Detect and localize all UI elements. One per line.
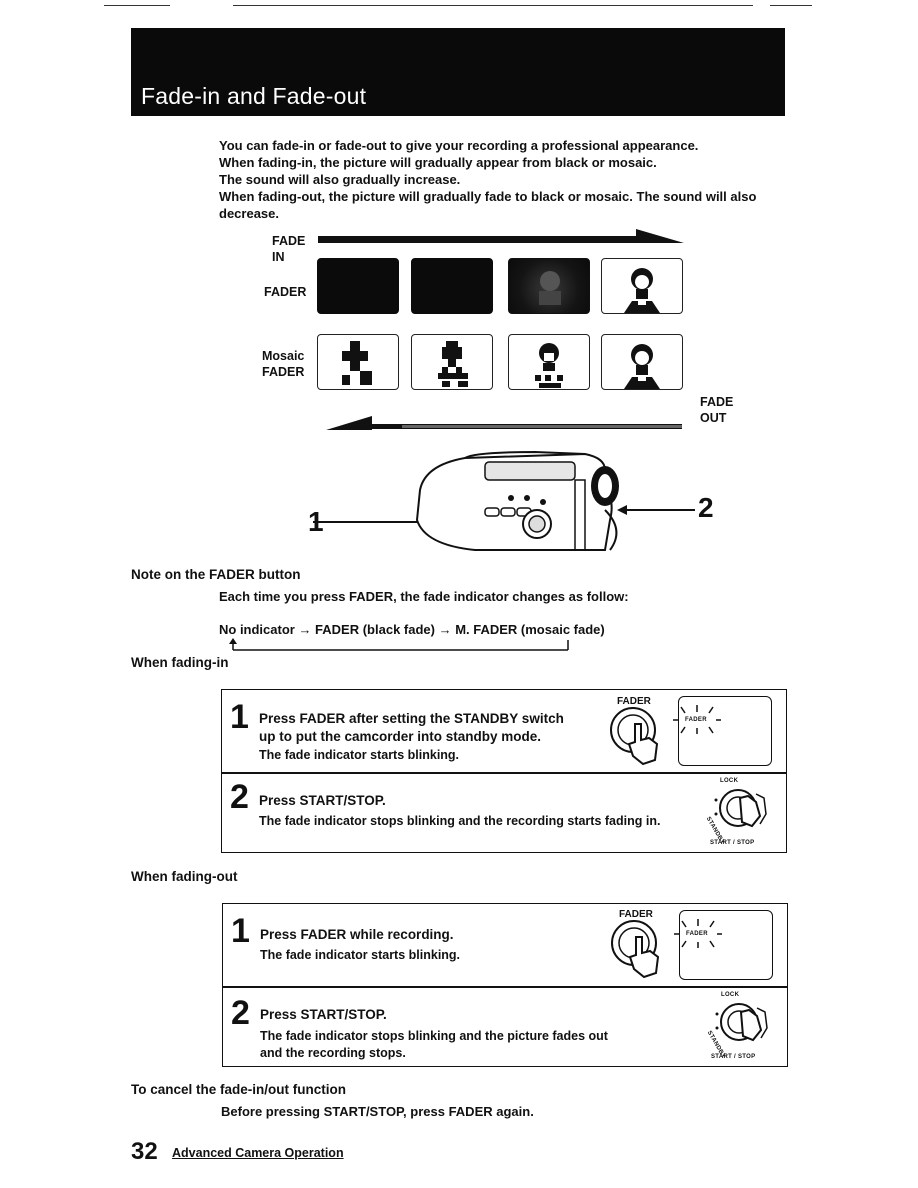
step-number: 1	[231, 912, 250, 950]
intro-line: You can fade-in or fade-out to give your…	[219, 138, 699, 153]
fading-in-heading: When fading-in	[131, 655, 229, 670]
fade-in-arrow-icon	[318, 229, 684, 243]
top-rule-left	[104, 5, 170, 6]
page-number: 32	[131, 1138, 158, 1165]
fade-out-arrow-icon	[326, 416, 682, 430]
step-number: 2	[231, 994, 250, 1032]
lock-label: LOCK	[720, 778, 739, 784]
fade-in-label: FADE IN	[272, 234, 306, 264]
cancel-text: Before pressing START/STOP, press FADER …	[221, 1104, 534, 1119]
step-title: Press START/STOP.	[259, 793, 386, 808]
start-stop-label: START / STOP	[710, 840, 755, 846]
fade-out-label: FADE OUT	[700, 395, 734, 425]
page-title: Fade-in and Fade-out	[141, 83, 367, 109]
start-stop-label: START / STOP	[711, 1054, 756, 1060]
fading-out-heading: When fading-out	[131, 869, 238, 884]
indicator-text: FADER	[685, 717, 707, 723]
intro-line: When fading-in, the picture will gradual…	[219, 155, 657, 170]
note-text: Each time you press FADER, the fade indi…	[219, 589, 629, 604]
mosaic-thumb-coarse	[317, 334, 399, 390]
intro-line: When fading-out, the picture will gradua…	[219, 189, 757, 204]
fader-indicator-display: FADER	[674, 910, 773, 980]
step-description: The fade indicator stops blinking and th…	[260, 1029, 608, 1060]
step-number: 2	[230, 778, 249, 816]
person-silhouette-icon	[539, 271, 561, 305]
title-bar: Fade-in and Fade-out	[131, 28, 785, 116]
intro-line: The sound will also gradually increase.	[219, 172, 461, 187]
indicator-text: FADER	[686, 931, 708, 937]
top-rule-middle	[233, 5, 753, 6]
mosaic-row-label: Mosaic FADER	[262, 349, 305, 379]
mosaic-thumb-clear	[601, 334, 683, 390]
blink-rays-icon	[674, 919, 722, 948]
fader-row-label: FADER	[264, 285, 307, 299]
cycle-back-arrow-icon	[229, 638, 569, 651]
step-number: 1	[230, 698, 249, 736]
note-heading: Note on the FADER button	[131, 567, 301, 582]
step-title: Press FADER while recording.	[260, 927, 454, 942]
camcorder-illustration	[313, 450, 695, 551]
mosaic-figure-icon	[438, 341, 468, 387]
blink-rays-icon	[673, 705, 721, 734]
person-portrait-icon	[535, 343, 563, 388]
fader-button-label: FADER	[619, 909, 653, 920]
top-rule-right	[770, 5, 812, 6]
step-description: The fade indicator starts blinking.	[260, 948, 461, 962]
fader-button-press-icon	[611, 920, 660, 979]
fader-thumb-dim	[508, 258, 590, 314]
callout-2: 2	[698, 492, 714, 523]
step-divider	[222, 772, 786, 774]
intro-line: decrease.	[219, 206, 279, 221]
fading-in-steps: 1 Press FADER after setting the STANDBY …	[221, 689, 787, 853]
step-title: Press FADER after setting the STANDBY sw…	[259, 711, 564, 744]
indicator-sequence: No indicator → FADER (black fade) → M. F…	[219, 622, 605, 637]
mosaic-figure-icon	[342, 341, 372, 385]
fading-out-steps: 1 Press FADER while recording. The fade …	[222, 903, 788, 1067]
intro-paragraph: You can fade-in or fade-out to give your…	[219, 137, 779, 222]
callout-1: 1	[308, 506, 324, 537]
fader-thumb-clear	[601, 258, 683, 314]
fader-button-label: FADER	[617, 696, 651, 707]
mosaic-thumb-medium	[411, 334, 493, 390]
fader-thumb-black	[317, 258, 399, 314]
section-label: Advanced Camera Operation	[172, 1146, 344, 1160]
fader-indicator-display: FADER	[673, 696, 772, 766]
fader-button-press-icon	[610, 707, 659, 766]
person-portrait-icon	[624, 268, 660, 313]
step-description: The fade indicator stops blinking and th…	[259, 814, 661, 828]
fader-thumb-black	[411, 258, 493, 314]
step-title: Press START/STOP.	[260, 1007, 387, 1022]
lock-label: LOCK	[721, 992, 740, 998]
cancel-heading: To cancel the fade-in/out function	[131, 1082, 346, 1097]
person-portrait-icon	[624, 344, 660, 389]
step-divider	[223, 986, 787, 988]
mosaic-thumb-fine	[508, 334, 590, 390]
step-description: The fade indicator starts blinking.	[259, 748, 460, 762]
start-stop-dial-icon	[715, 1003, 768, 1042]
start-stop-dial-icon	[714, 789, 767, 828]
